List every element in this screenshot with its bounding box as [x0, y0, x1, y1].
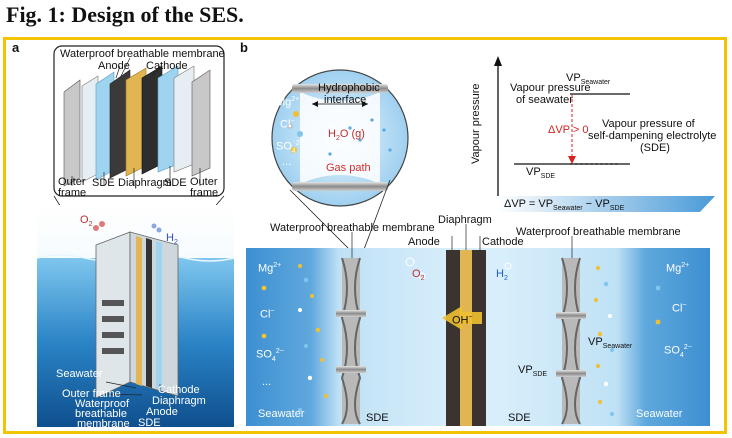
- seawater-device: [95, 231, 179, 399]
- graph-y-label: Vapour pressure: [470, 83, 482, 164]
- circle-ion-mg: Mg2+: [276, 96, 300, 109]
- label-cathode-a: Cathode: [158, 384, 200, 396]
- ion-dots-right: [594, 266, 661, 416]
- label-sde-right: SDE: [164, 177, 187, 189]
- label-membrane-a-3: membrane: [77, 418, 130, 430]
- label-hydrophobic-1: Hydrophobic: [318, 82, 380, 94]
- delta-vp-arrow: [498, 196, 715, 212]
- label-vapour-sde-3: (SDE): [640, 142, 670, 154]
- label-membrane-a-1: Waterproof: [75, 398, 130, 410]
- label-delta-vp-equation: ΔVP = VPSeawater − VPSDE: [504, 198, 625, 213]
- label-o2-a: O2: [80, 214, 93, 229]
- label-vp-sde-graph: VPSDE: [526, 166, 556, 181]
- label-vapour-sde-2: self-dampening electrolyte: [588, 130, 717, 142]
- diaphragm-layer: [460, 250, 472, 426]
- label-membrane-left: Waterproof breathable membrane: [270, 222, 435, 234]
- label-membrane-right: Waterproof breathable membrane: [516, 226, 681, 238]
- oh-arrow: [442, 306, 482, 330]
- label-anode-b: Anode: [408, 236, 440, 248]
- cell-ion-so4-right: SO42−: [664, 344, 692, 359]
- label-membrane-top: Waterproof breathable membrane: [60, 48, 225, 60]
- label-diaphragm: Diaphragm: [118, 177, 172, 189]
- label-seawater-left: Seawater: [258, 408, 305, 420]
- label-seawater-a: Seawater: [56, 368, 103, 380]
- cell-ion-cl-right: Cl−: [672, 302, 687, 315]
- label-cathode: Cathode: [146, 60, 188, 72]
- panel-b-label: b: [240, 40, 248, 55]
- label-hydrophobic-2: interface: [324, 94, 367, 106]
- right-membrane: [556, 257, 586, 425]
- label-delta-vp: ΔVP > 0: [548, 124, 589, 136]
- label-vp-seawater: VPSeawater: [566, 72, 611, 87]
- label-sde-right-b: SDE: [508, 412, 531, 424]
- label-anode: Anode: [98, 60, 130, 72]
- cell-ion-cl-left: Cl−: [260, 308, 275, 321]
- label-h2o: H2O (g): [328, 128, 365, 143]
- label-outer-frame-a: Outer frame: [62, 388, 121, 400]
- label-vp-sde-cell: VPSDE: [518, 364, 548, 379]
- figure-title: Fig. 1: Design of the SES.: [6, 2, 244, 27]
- label-outer-frame-left: Outer frame: [58, 176, 87, 199]
- cathode-electrode: [472, 250, 486, 426]
- label-membrane-a-2: breathable: [75, 408, 127, 420]
- label-vp-seawater-cell: VPSeawater: [588, 336, 633, 351]
- figure-frame: [3, 37, 727, 434]
- circle-ion-so4: SO42−: [276, 140, 304, 155]
- cell-ion-mg-right: Mg2+: [666, 262, 690, 275]
- label-sde-left: SDE: [92, 177, 115, 189]
- circle-ellipsis: ...: [282, 156, 292, 168]
- label-diaphragm-b: Diaphragm: [438, 214, 492, 226]
- label-outer-frame-right: Outer frame: [190, 176, 219, 199]
- left-membrane: [336, 257, 366, 425]
- panel-a-label: a: [12, 40, 20, 55]
- circle-ion-cl: Cl−: [280, 118, 295, 131]
- ion-dots-left: [261, 264, 328, 412]
- label-vapour-sea-1: Vapour pressure: [510, 82, 591, 94]
- cell-ellipsis-left: ...: [262, 376, 272, 388]
- label-o2-b: O2: [412, 268, 425, 283]
- label-anode-a: Anode: [146, 406, 178, 418]
- exploded-layers: [63, 65, 211, 187]
- label-oh: OH−: [452, 314, 473, 327]
- label-sde-a: SDE: [138, 417, 161, 429]
- label-sde-left-b: SDE: [366, 412, 389, 424]
- cell-ion-mg-left: Mg2+: [258, 262, 282, 275]
- label-diaphragm-a: Diaphragm: [152, 395, 206, 407]
- label-gas-path: Gas path: [326, 162, 371, 174]
- label-vapour-sde-1: Vapour pressure of: [602, 118, 695, 130]
- label-vapour-sea-2: of seawater: [516, 94, 573, 106]
- label-h2-b: H2: [496, 268, 508, 283]
- label-seawater-right: Seawater: [636, 408, 683, 420]
- cell-ion-so4-left: SO42−: [256, 348, 284, 363]
- label-cathode-b: Cathode: [482, 236, 524, 248]
- anode-electrode: [446, 250, 460, 426]
- label-h2-a: H2: [166, 232, 178, 247]
